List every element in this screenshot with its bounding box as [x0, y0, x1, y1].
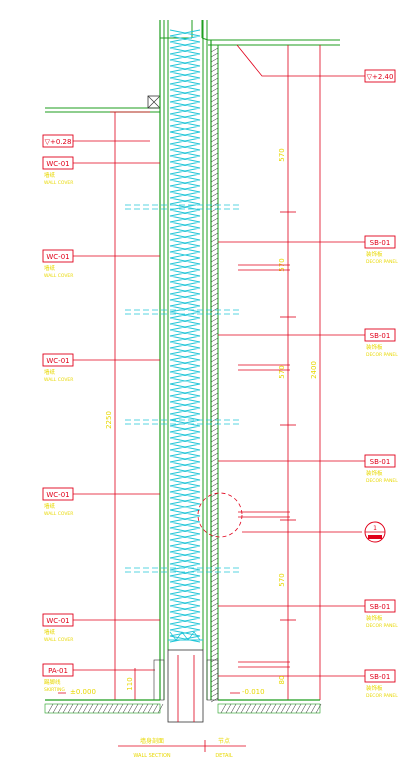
tag-code: SB-01: [370, 673, 391, 681]
skirting-base: [153, 631, 219, 723]
tag-code: PA-01: [48, 667, 68, 675]
tag-box: [42, 249, 74, 263]
tag-note: WALL COVER: [44, 511, 73, 517]
tag-note: 墙纸: [44, 171, 56, 179]
tag-box: [364, 328, 396, 342]
tag-note: 墙纸: [44, 628, 56, 636]
stud-breaks: [125, 204, 240, 573]
tag-code: WC-01: [46, 160, 69, 168]
small-ticks: [238, 264, 290, 668]
tag-box: [42, 663, 74, 677]
tag-code: WC-01: [46, 253, 69, 261]
tag-code: ▽+0.28: [45, 138, 72, 146]
tag-box: [42, 613, 74, 627]
tag-note: 装饰板: [366, 469, 383, 477]
tag-note: DECOR PANEL: [366, 352, 398, 358]
dim-seg-3: 570: [278, 365, 286, 378]
dim-left-total: 2250: [105, 411, 113, 429]
tag-note: 墙纸: [44, 264, 56, 272]
tag-note: WALL COVER: [44, 273, 73, 279]
floor-level-left: ±0.000: [70, 688, 96, 696]
dim-right-total: 2400: [310, 361, 318, 379]
tag-box: [42, 156, 74, 170]
floor-slab: [44, 692, 322, 714]
tag-box: [42, 134, 74, 148]
tag-note: DECOR PANEL: [366, 478, 398, 484]
dim-base: 110: [126, 677, 134, 690]
detail-circle: 1: [197, 492, 386, 543]
dimension-lines: [110, 45, 321, 700]
tag-code: SB-01: [370, 332, 391, 340]
tag-code: WC-01: [46, 617, 69, 625]
dim-seg-1: 570: [278, 148, 286, 161]
tag-box: [364, 69, 396, 83]
tag-note: WALL COVER: [44, 637, 73, 643]
tag-note: WALL COVER: [44, 180, 73, 186]
floor-level-right: -0.010: [242, 688, 265, 696]
tag-code: WC-01: [46, 357, 69, 365]
tag-note: 墙纸: [44, 502, 56, 510]
tag-box: [364, 669, 396, 683]
left-tag-0: ▽+0.28: [42, 134, 74, 148]
tag-code: ▽+2.40: [367, 73, 394, 81]
dim-seg-4: 570: [278, 573, 286, 586]
detail-callout-number: 1: [373, 525, 377, 532]
tag-note: SKIRTING: [44, 687, 65, 693]
bottom-label-right-sub: DETAIL: [215, 753, 233, 759]
tag-code: SB-01: [370, 603, 391, 611]
tag-box: [42, 353, 74, 367]
tag-box: [42, 487, 74, 501]
tag-code: SB-01: [370, 458, 391, 466]
tag-note: 装饰板: [366, 250, 383, 258]
tag-note: 装饰板: [366, 343, 383, 351]
tag-note: 装饰板: [366, 614, 383, 622]
insulation-fill: [169, 29, 201, 643]
right-tag-0: ▽+2.40: [364, 69, 396, 83]
tag-note: DECOR PANEL: [366, 693, 398, 699]
tag-note: 装饰板: [366, 684, 383, 692]
tag-note: 踢脚线: [44, 678, 61, 686]
tag-box: [364, 454, 396, 468]
leader-lines: [73, 44, 365, 677]
tag-box: [364, 599, 396, 613]
tag-note: DECOR PANEL: [366, 623, 398, 629]
dim-seg-5: 80: [278, 676, 286, 685]
bottom-title: 墙身剖面 WALL SECTION 节点 DETAIL: [118, 737, 246, 759]
tag-code: SB-01: [370, 239, 391, 247]
tag-box: [364, 235, 396, 249]
tag-note: 墙纸: [44, 368, 56, 376]
tag-note: DECOR PANEL: [366, 259, 398, 265]
bottom-label-left: 墙身剖面: [140, 737, 164, 745]
tag-note: WALL COVER: [44, 377, 73, 383]
bottom-label-right: 节点: [218, 737, 230, 745]
bottom-label-left-sub: WALL SECTION: [133, 753, 171, 759]
tag-code: WC-01: [46, 491, 69, 499]
